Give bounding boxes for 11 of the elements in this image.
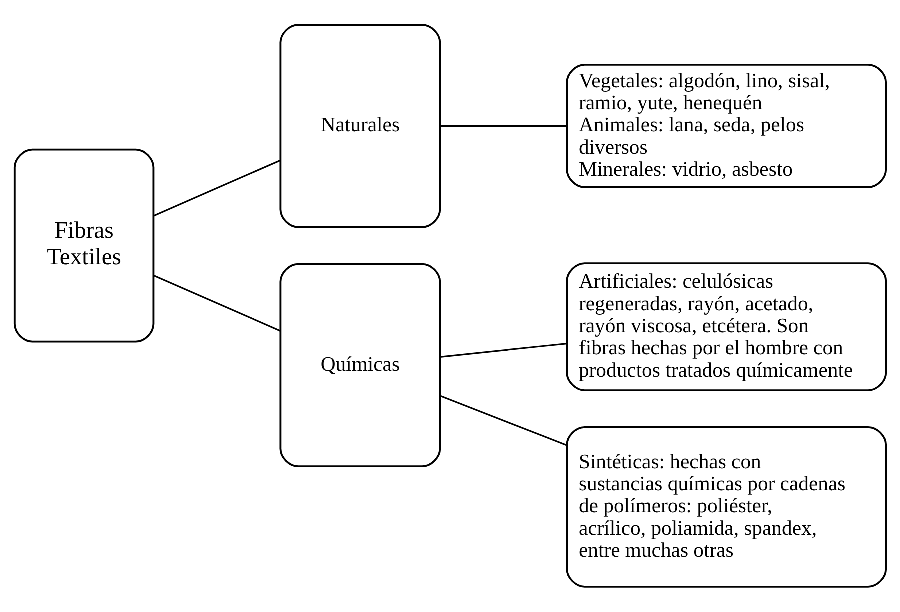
connector — [440, 125, 567, 128]
connector — [153, 274, 280, 332]
connector — [439, 395, 567, 446]
connector — [440, 342, 567, 358]
node-box: Artificiales: celulósicas regeneradas, rayón, acetado, rayón viscosa, etcétera. Son fibras hechas por el hombre con productos tratados químicamente — [566, 262, 887, 392]
node-box: Químicas — [279, 263, 441, 468]
connector — [153, 160, 280, 217]
node-box: Sintéticas: hechas con sustancias químicas por cadenas de polímeros: poliéster, acrílico, poliamida, spandex, entre muchas otras — [566, 426, 887, 588]
node-box: Fibras Textiles — [13, 148, 154, 343]
node-box: Naturales — [279, 24, 441, 228]
node-box: Vegetales: algodón, lino, sisal, ramio, yute, henequén Animales: lana, seda, pelos diversos Minerales: vidrio, asbesto — [566, 64, 887, 188]
